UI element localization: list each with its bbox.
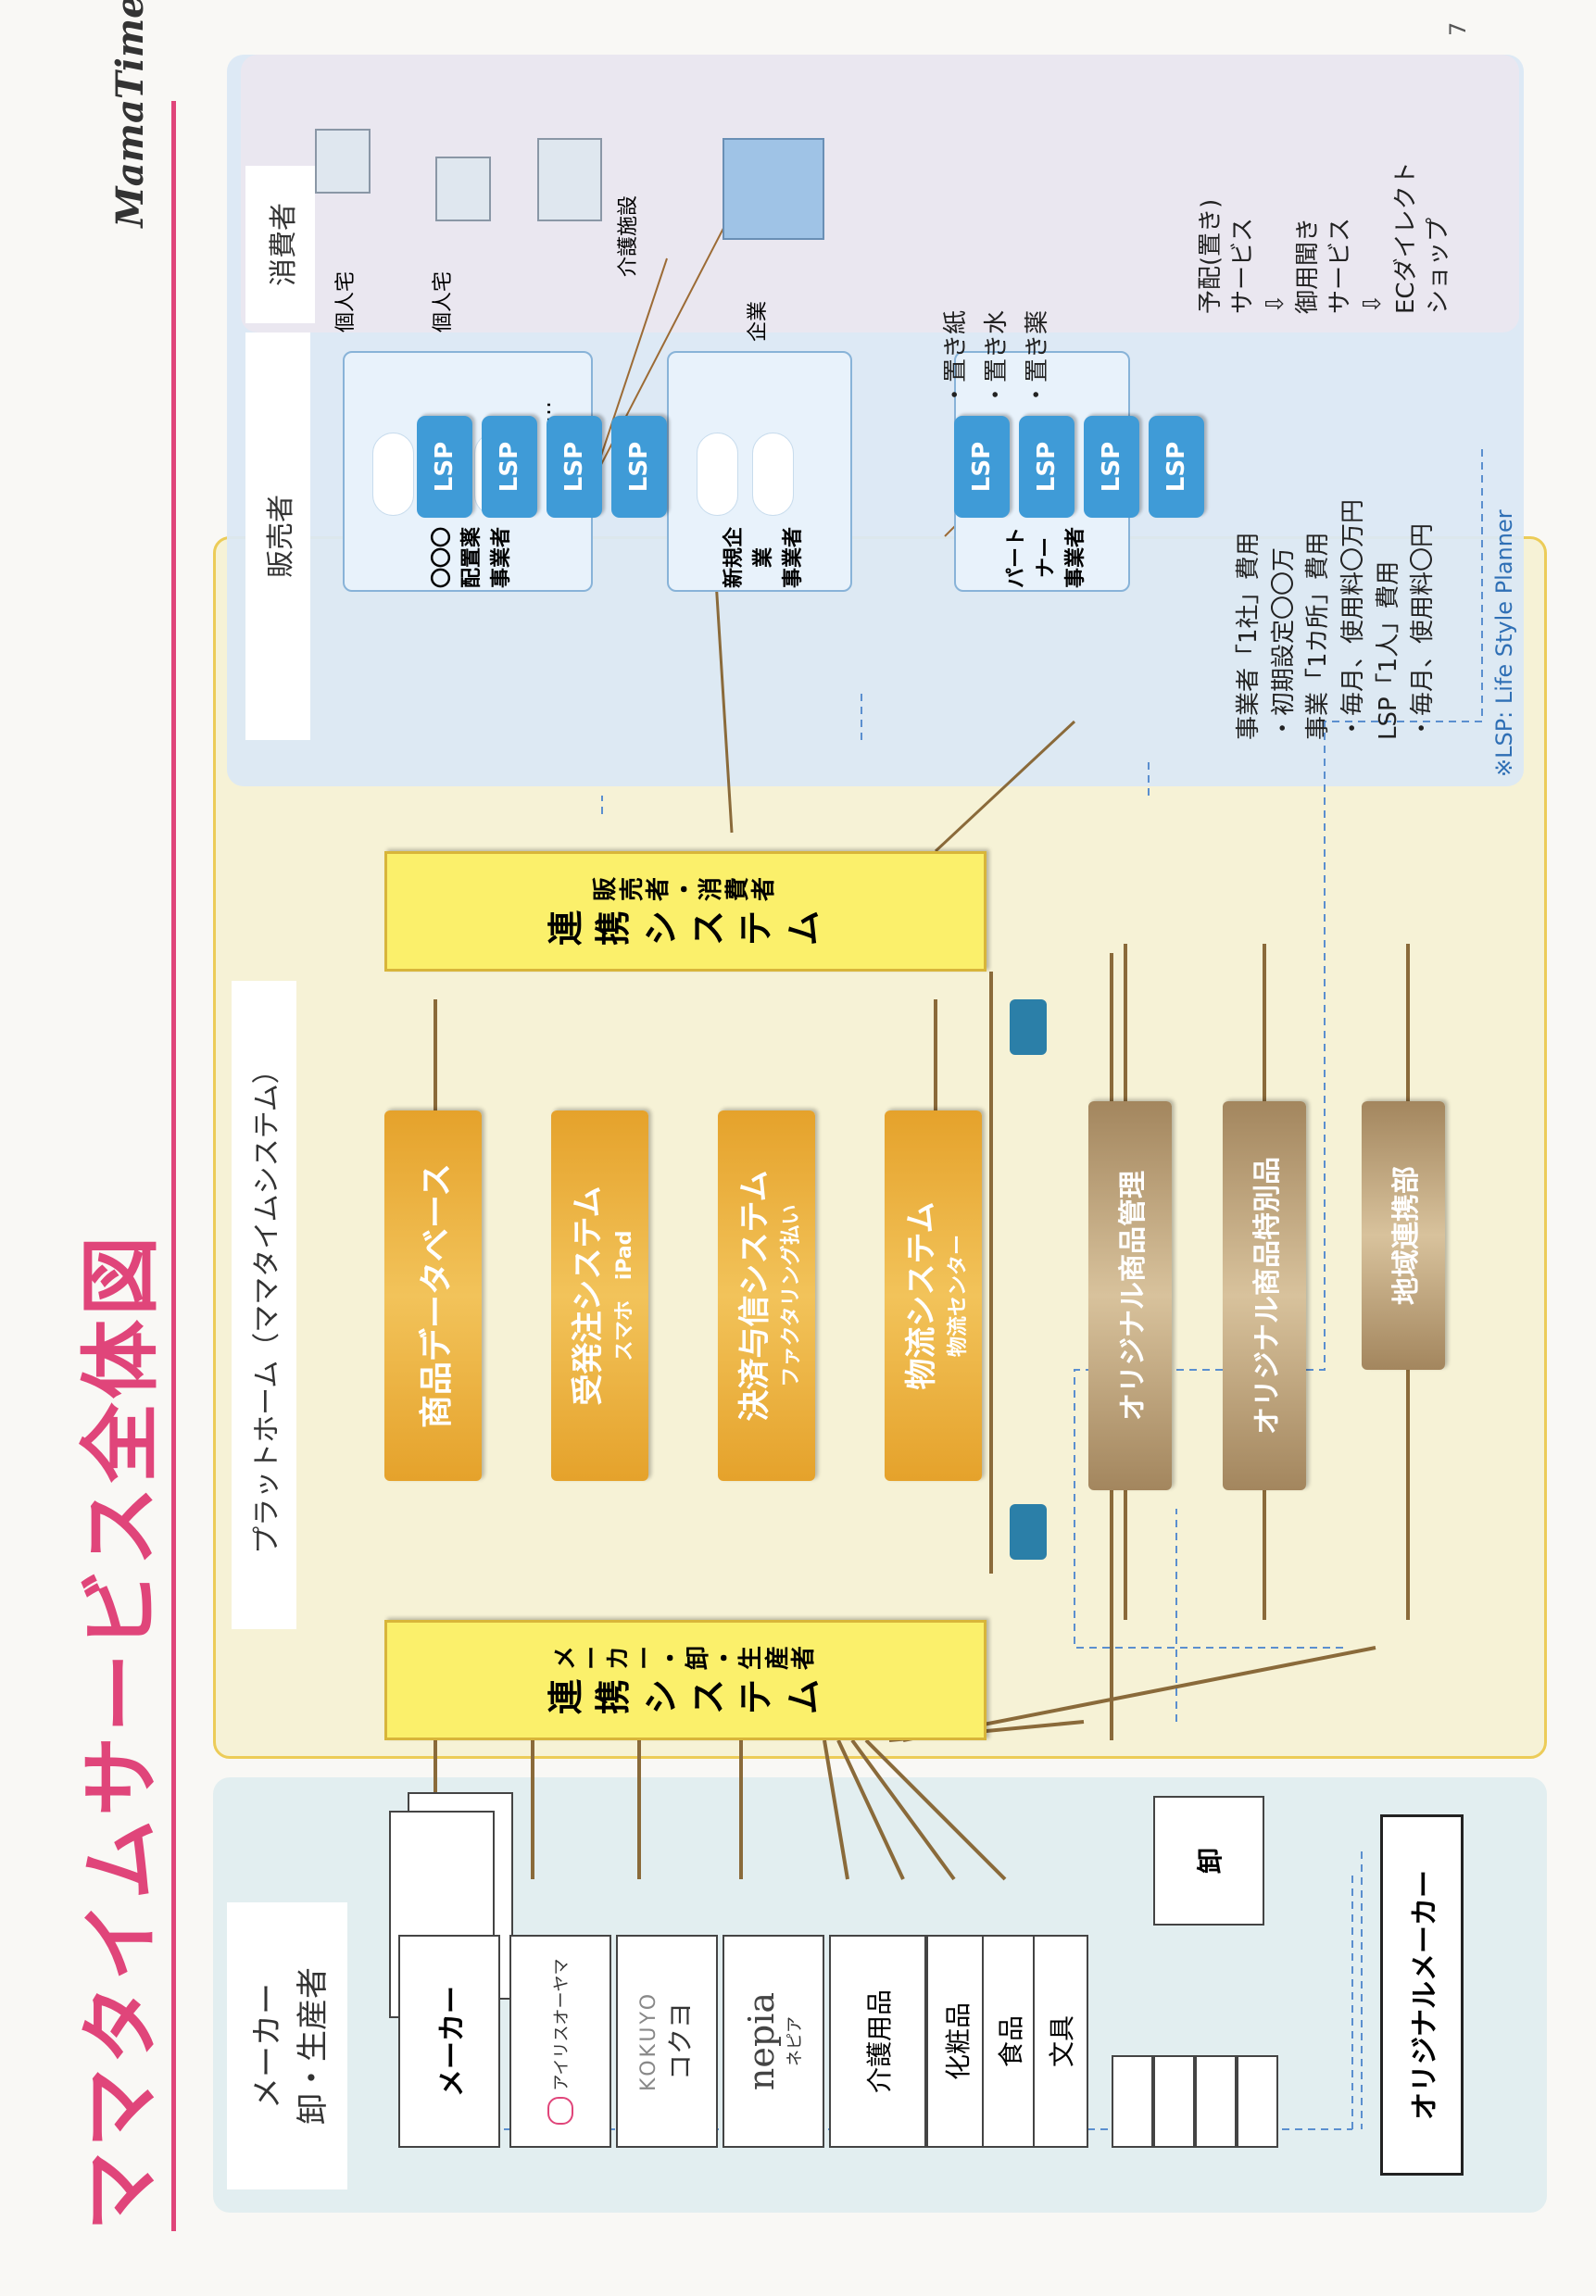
house-icon [435, 157, 491, 221]
service-line: サービス [1229, 217, 1258, 314]
original-product-mgmt[interactable]: オリジナル商品管理 [1088, 1101, 1172, 1490]
service-line: 御用聞き [1294, 217, 1323, 314]
service-line: ECダイレクト [1391, 161, 1420, 314]
service-line: サービス [1326, 217, 1355, 314]
fee-line: LSP「1人」費用 [1374, 560, 1402, 740]
wholesale-card[interactable]: 卸 [1153, 1796, 1264, 1926]
seller-box1-label: 〇〇〇配置薬事業者 [431, 527, 513, 589]
renkei-left-title: 連携システム [546, 1679, 824, 1715]
nepia-card[interactable]: nepia ネピア [723, 1935, 824, 2148]
system-logistics-name: 物流システム [903, 1201, 940, 1390]
lsp-chip[interactable]: LSP [547, 416, 602, 518]
truck-icon [1010, 999, 1047, 1055]
wholesale-sub-boxes [1112, 2000, 1278, 2148]
system-order-name: 受発注システム [570, 1186, 607, 1406]
service-line: ⇩ [1262, 294, 1290, 314]
consumer-item: ・置き紙 [942, 309, 970, 407]
lsp-chip[interactable]: LSP [1084, 416, 1139, 518]
sub-box [1237, 2055, 1278, 2148]
maker-card[interactable]: メーカー [398, 1935, 500, 2148]
company-icon [723, 138, 824, 240]
fee-line: ・初期設定〇〇万 [1269, 546, 1298, 740]
care-card[interactable]: 介護用品 [829, 1935, 926, 2148]
consumer-item: ・置き水 [983, 309, 1012, 407]
renkei-right-title: 連携システム [546, 910, 824, 947]
lsp-chip[interactable]: LSP [482, 416, 537, 518]
renkei-left[interactable]: 連携システム メーカー・卸・生産者 [384, 1620, 987, 1740]
kokuyo-logo: KOKUYO [636, 1990, 660, 2092]
lsp-chip[interactable]: LSP [1019, 416, 1074, 518]
kokuyo-label: コクヨ [664, 2002, 696, 2081]
system-order-sub: スマホ iPad [613, 1230, 636, 1361]
nepia-logo: nepia [741, 1991, 782, 2091]
truck-icon [1010, 1504, 1047, 1560]
seller-box2-label: 新規企業事業者 [723, 527, 805, 589]
consumer-item: ・置き薬 [1024, 309, 1052, 407]
pill [372, 433, 414, 516]
system-logistics[interactable]: 物流システム 物流センター [885, 1110, 982, 1481]
sub-box [1112, 2055, 1153, 2148]
consumer-homes2: 個人宅 [432, 270, 455, 332]
system-payment-sub: ファクタリング払い [780, 1204, 803, 1387]
sub-box [1195, 2055, 1237, 2148]
care-facility-icon [537, 138, 602, 221]
stationery-card[interactable]: 文具 [1033, 1935, 1088, 2148]
lsp-note: ※LSP: Life Style Planner [1491, 509, 1517, 777]
system-payment[interactable]: 決済与信システム ファクタリング払い [718, 1110, 815, 1481]
nepia-label: ネピア [785, 2016, 805, 2066]
lsp-chip[interactable]: LSP [1149, 416, 1204, 518]
service-line: ショップ [1424, 217, 1452, 314]
system-product-db[interactable]: 商品データベース [384, 1110, 482, 1481]
fee-line: 事業「1カ所」費用 [1304, 532, 1333, 740]
iris-logo-icon [547, 2096, 573, 2125]
system-payment-name: 決済与信システム [736, 1170, 773, 1422]
cosmetic-card[interactable]: 化粧品 [926, 1935, 987, 2148]
consumer-homes1: 個人宅 [334, 270, 358, 332]
pill [697, 433, 738, 516]
fees-block: 事業者「1社」費用 ・初期設定〇〇万 事業「1カ所」費用 ・毎月、使用料〇万円 … [1232, 332, 1510, 740]
lsp-chip[interactable]: LSP [954, 416, 1010, 518]
renkei-right-sub: 販売者・消費者 [591, 876, 779, 901]
consumer-care-facility: 介護施設 [617, 194, 640, 277]
service-line: 予配(置き) [1197, 198, 1225, 314]
original-maker-card[interactable]: オリジナルメーカー [1380, 1814, 1464, 2176]
lsp-chip[interactable]: LSP [417, 416, 472, 518]
seller-box-new[interactable]: 新規企業事業者 [667, 351, 852, 592]
system-order[interactable]: 受発注システム スマホ iPad [551, 1110, 648, 1481]
system-product-db-name: 商品データベース [417, 1162, 456, 1429]
fee-line: 事業者「1社」費用 [1235, 532, 1263, 740]
lsp-chip[interactable]: LSP [611, 416, 667, 518]
iris-card[interactable]: アイリスオーヤマ [509, 1935, 611, 2148]
consumer-company: 企業 [747, 300, 770, 342]
house-icon [315, 129, 371, 194]
food-card[interactable]: 食品 [982, 1935, 1037, 2148]
regional-partnership[interactable]: 地域連携部 [1362, 1101, 1445, 1370]
renkei-right[interactable]: 連携システム 販売者・消費者 [384, 851, 987, 972]
system-logistics-sub: 物流センター [947, 1235, 970, 1358]
sub-box [1153, 2055, 1195, 2148]
renkei-left-sub: メーカー・卸・生産者 [552, 1645, 819, 1670]
iris-label: アイリスオーヤマ [552, 1958, 572, 2091]
consumer-items: ・置き紙 ・置き水 ・置き薬 [936, 221, 1059, 407]
pill [752, 433, 794, 516]
seller-box3-label: パートナー事業者 [1005, 527, 1087, 589]
service-line: ⇩ [1359, 294, 1388, 314]
kokuyo-card[interactable]: KOKUYO コクヨ [616, 1935, 718, 2148]
fee-line: ・毎月、使用料〇円 [1409, 522, 1438, 740]
original-product-special[interactable]: オリジナル商品特別品 [1223, 1101, 1306, 1490]
fee-line: ・毎月、使用料〇万円 [1339, 498, 1368, 740]
consumer-services: 予配(置き) サービス ⇩ 御用聞き サービス ⇩ ECダイレクト ショップ [1195, 55, 1455, 314]
